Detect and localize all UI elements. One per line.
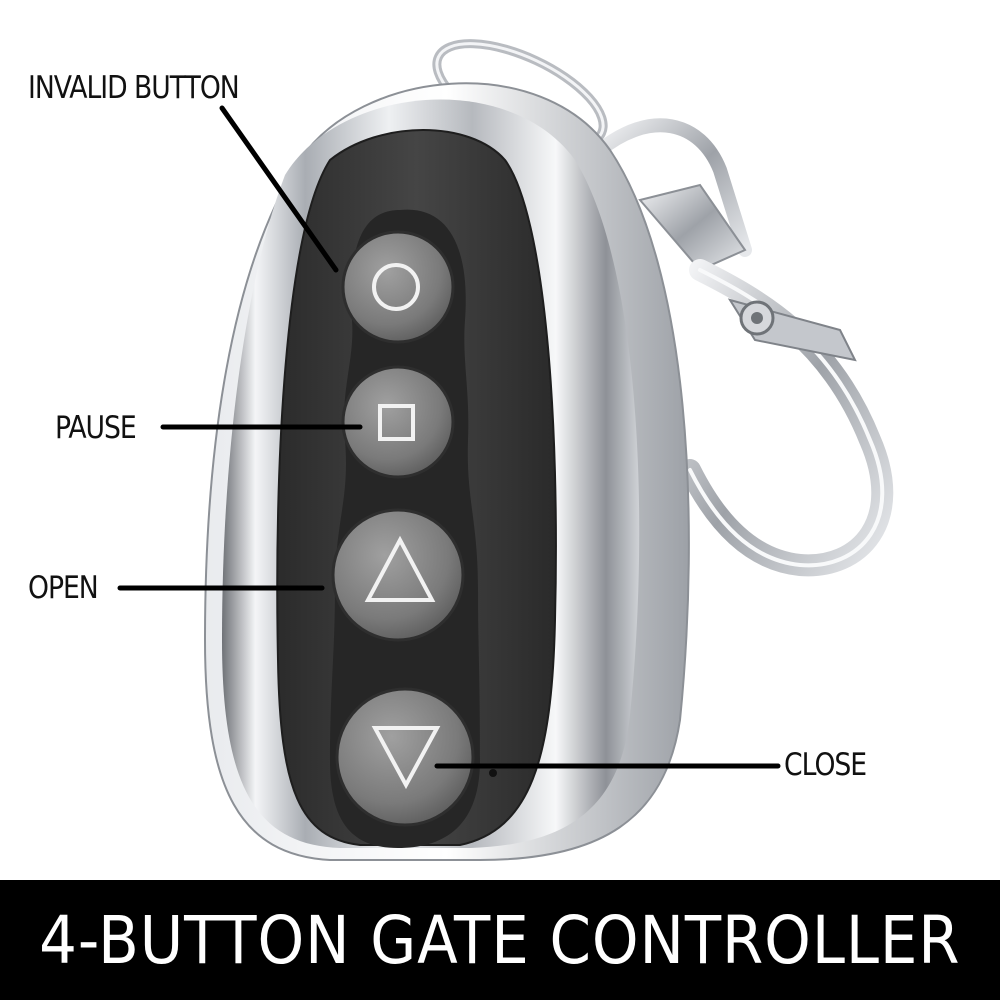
circle-icon (372, 263, 420, 311)
title-banner: 4-BUTTON GATE CONTROLLER (0, 880, 1000, 1000)
square-icon (378, 404, 415, 441)
callout-lines (117, 105, 781, 769)
callout-line-invalid (219, 105, 339, 273)
callout-open: OPEN (28, 570, 99, 606)
keyring-clasp (432, 39, 894, 577)
button-close[interactable] (335, 687, 475, 827)
button-invalid[interactable] (341, 230, 455, 344)
callout-invalid-button: INVALID BUTTON (28, 70, 240, 106)
button-open[interactable] (331, 508, 465, 642)
triangle-down-icon (371, 726, 441, 790)
button-pause[interactable] (341, 365, 455, 479)
led-indicator (489, 769, 497, 777)
callout-pause: PAUSE (55, 410, 137, 446)
triangle-up-icon (364, 535, 436, 602)
product-photo (117, 39, 894, 861)
banner-title: 4-BUTTON GATE CONTROLLER (39, 901, 961, 979)
callout-close: CLOSE (784, 747, 867, 783)
